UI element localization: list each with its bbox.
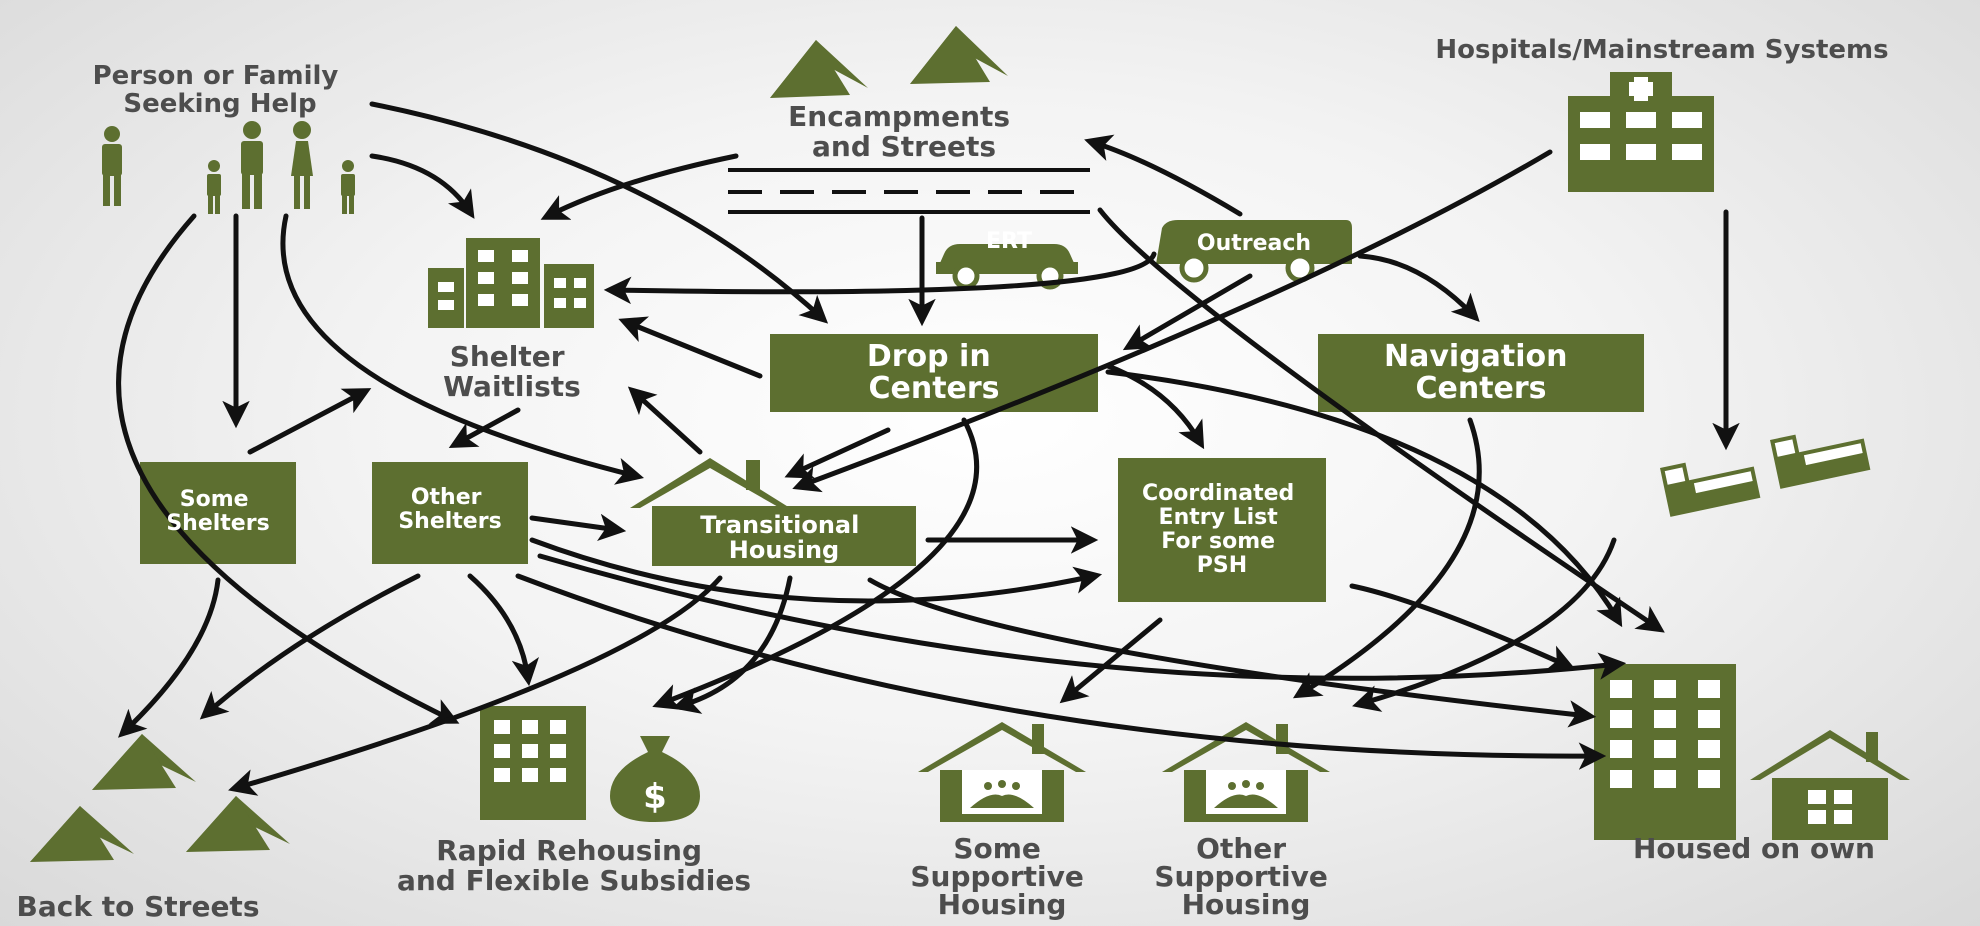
housed-on-own-label: Housed on own [1633,832,1875,865]
other-shelters-label: Other Shelters [398,485,501,534]
arrow [529,537,1103,604]
arrow [784,427,891,479]
arrow [603,251,1157,305]
drop-in-label: Drop in Centers [867,339,1001,406]
coordinated-entry-box [1118,458,1326,602]
arrow [280,213,645,485]
supportive-house-icon [1162,722,1330,822]
ert-label: ERT [986,229,1032,254]
encampments-label: Encampments and Streets [788,100,1020,163]
transitional-housing-icon [630,458,916,566]
arrow [1097,207,1665,633]
arrow [247,388,372,455]
arrow [540,153,739,220]
some-supportive-label: Some Supportive Housing [910,832,1093,921]
arrow [1059,617,1163,704]
arrow [116,213,460,724]
arrow [448,407,521,448]
drop-in-centers-box [770,334,1098,412]
arrow [1349,583,1576,671]
arrow [652,417,980,711]
arrow [369,153,475,219]
arrow [1292,417,1482,699]
road-icon [728,168,1090,214]
van-icon [1156,220,1352,283]
supportive-house-icon [918,722,1086,822]
tent-icon [910,26,1008,84]
other-supportive-label: Other Supportive Housing [1154,832,1337,921]
rapid-rehousing-label: Rapid Rehousing and Flexible Subsidies [397,834,751,897]
tent-icon [186,796,290,852]
arrow [792,149,1553,493]
arrow [529,513,627,541]
apartment-building-icon [428,238,594,328]
back-to-streets-label: Back to Streets [17,890,260,923]
apartment-building-icon [480,706,586,820]
car-icon [936,244,1078,290]
outreach-label: Outreach [1197,231,1311,256]
arrow [1122,273,1253,351]
arrow [537,553,1627,681]
arrow [1105,369,1623,628]
family-icon [207,121,355,214]
some-shelters-label: Some Shelters [166,487,269,536]
money-bag-icon: $ [610,736,700,822]
navigation-label: Navigation Centers [1384,339,1578,406]
flow-arrows [116,101,1740,796]
arrow [627,386,703,455]
transitional-label: Transitional Housing [700,511,867,564]
arrow [1084,134,1243,217]
money-symbol: $ [643,777,667,817]
seeking-help-label: Person or Family Seeking Help [93,61,348,119]
arrow [199,573,421,720]
arrow [515,573,1607,770]
shelter-waitlists-label: Shelter Waitlists [443,340,581,403]
hospital-bed-icon [1660,462,1761,517]
hospital-icon [1568,72,1714,192]
arrow [118,577,221,738]
hospitals-label: Hospitals/Mainstream Systems [1435,35,1888,65]
arrow [1352,537,1617,712]
hospital-bed-icon [1770,434,1871,489]
tent-icon [770,40,868,98]
arrow [867,577,1597,728]
navigation-centers-box [1318,334,1644,412]
arrow [228,575,723,796]
apartment-building-icon [1594,664,1736,840]
coordinated-entry-label: Coordinated Entry List For some PSH [1142,481,1302,578]
arrow [467,573,539,687]
house-icon [1750,730,1910,840]
person-icon [102,126,122,206]
tent-icon [30,806,134,862]
arrow [672,575,793,714]
tent-icon [92,734,196,790]
other-shelters-box [372,462,528,564]
arrow [1357,253,1480,322]
arrow [618,316,763,379]
